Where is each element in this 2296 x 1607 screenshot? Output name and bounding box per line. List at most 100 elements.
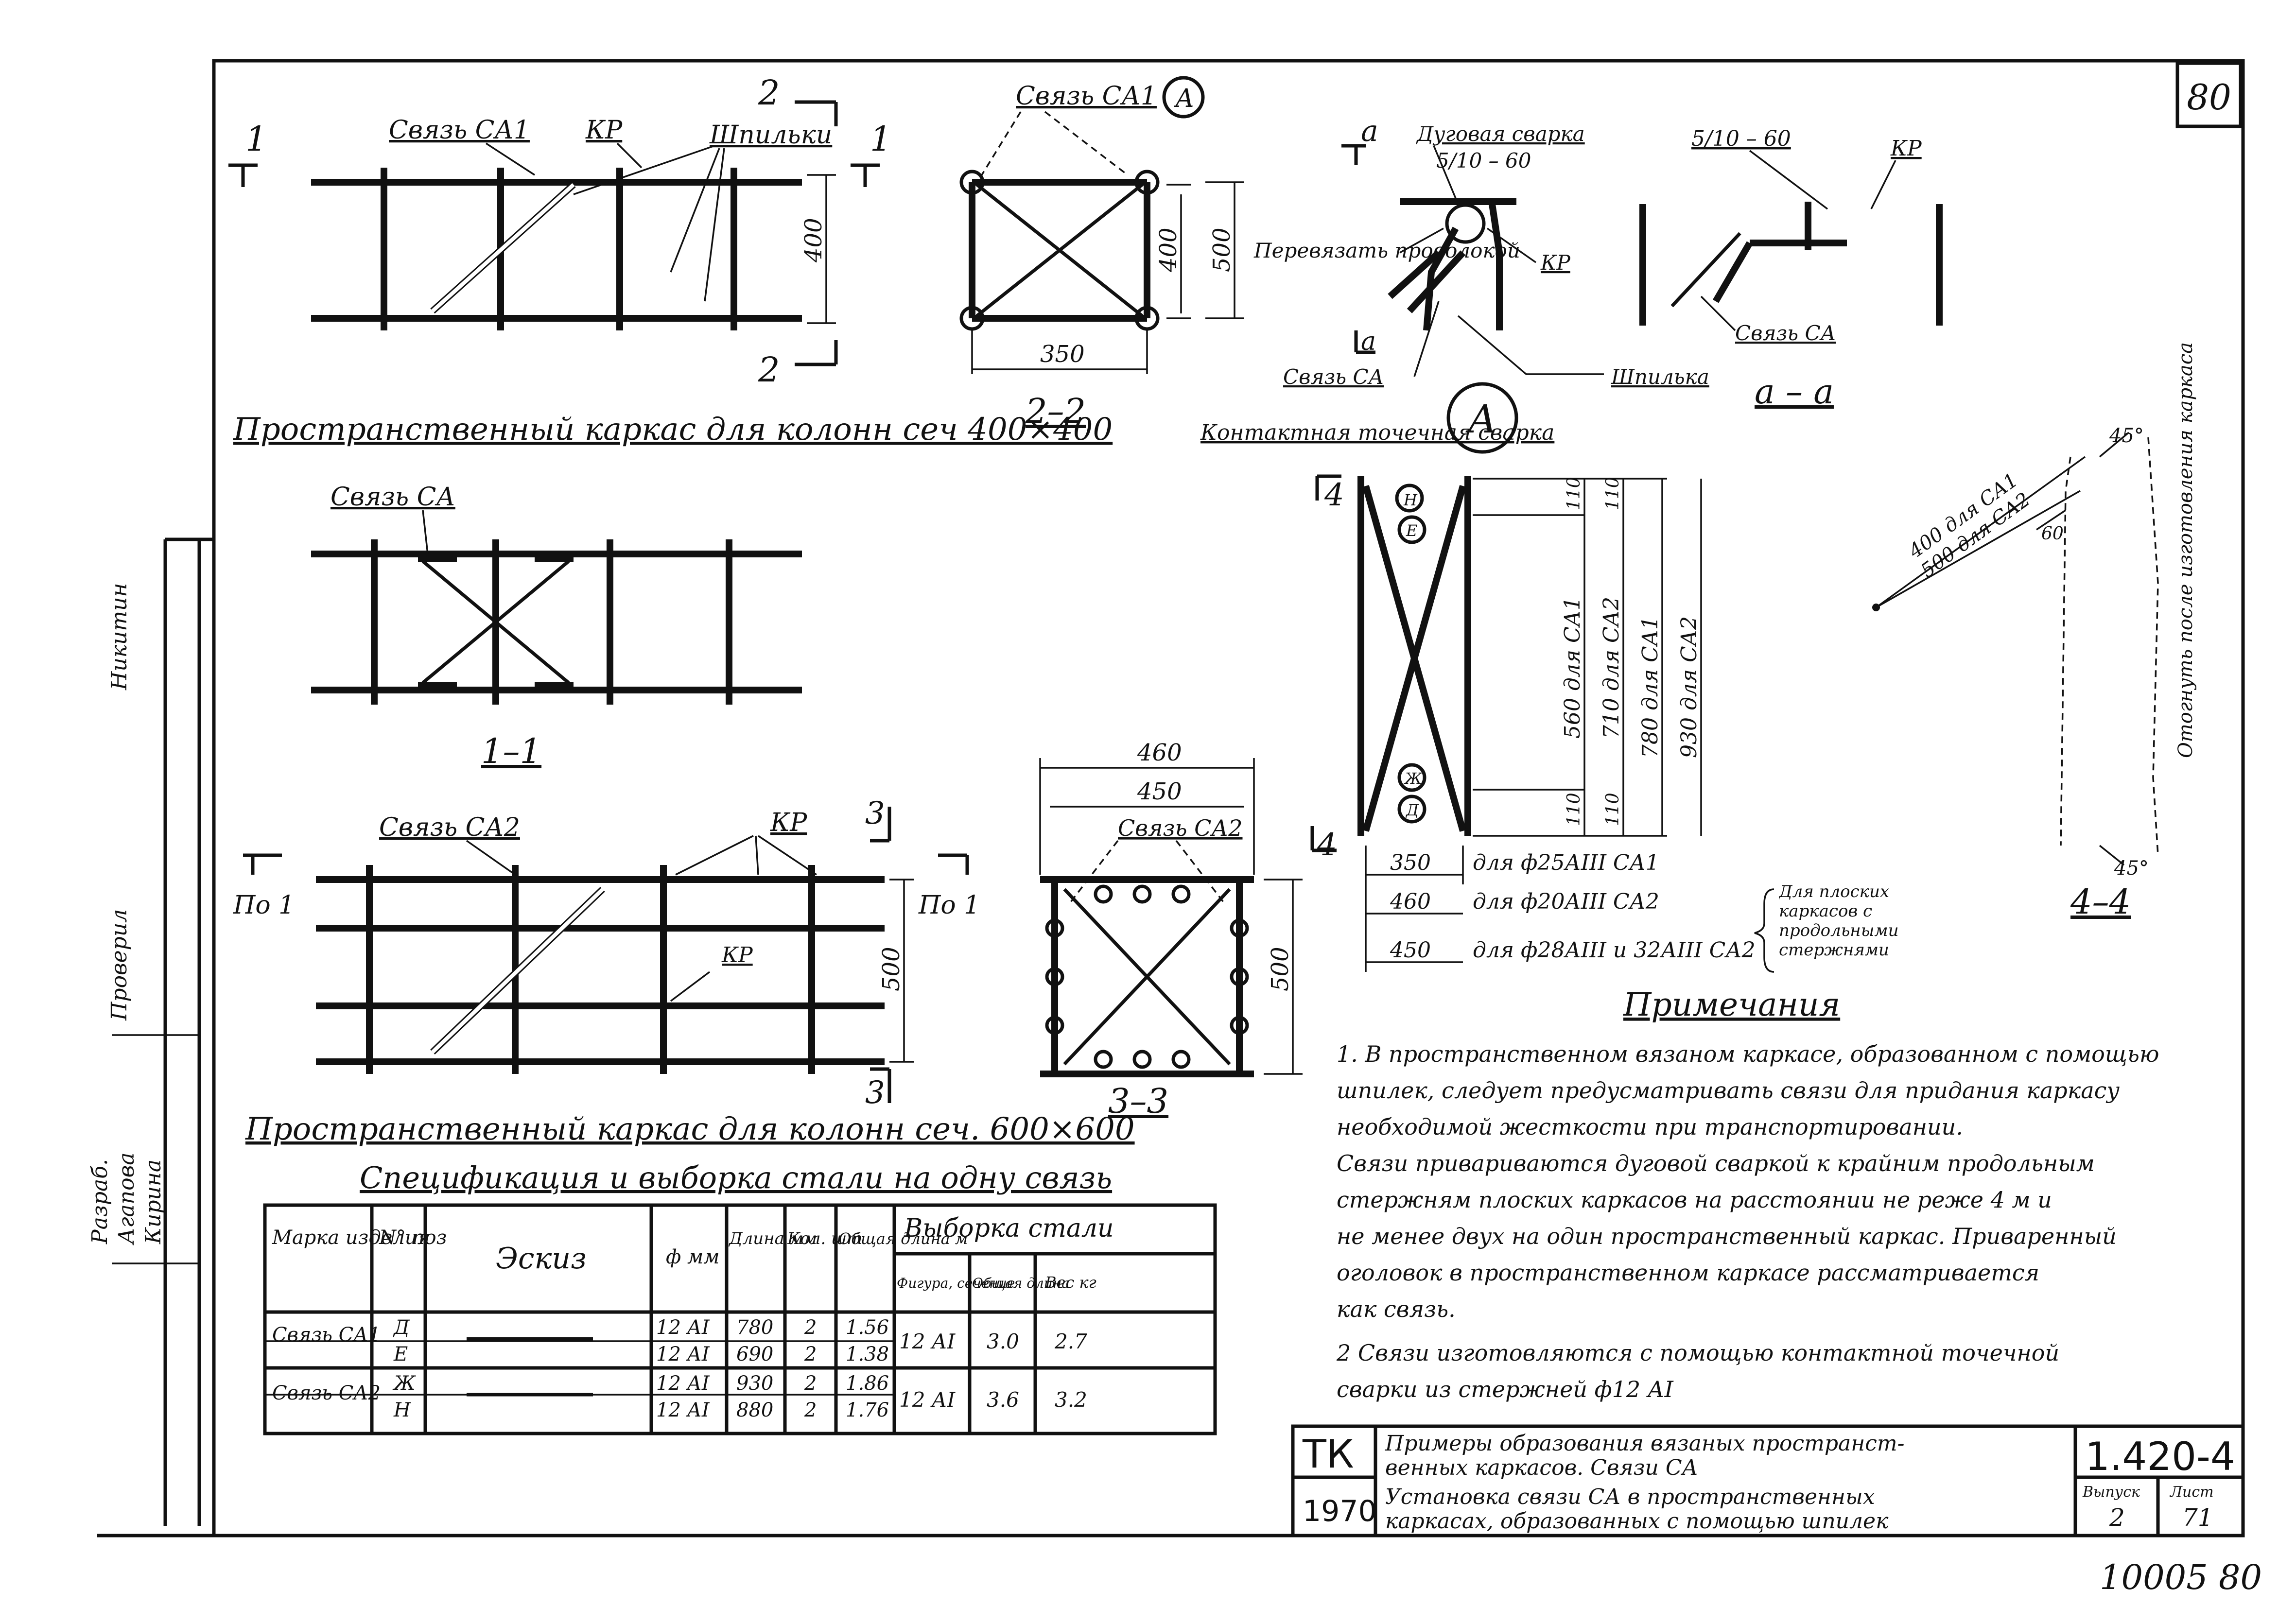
view1-caption: Пространственный каркас для колонн сеч 4… [233, 412, 1113, 448]
title-line2: венных каркасов. Связи СА [1385, 1455, 1698, 1480]
view33-dim-460: 460 [1137, 739, 1182, 766]
detail-a: а Дуговая сварка 5/10 – 60 Перевязать пр… [1253, 114, 1585, 389]
detail-aa-caption: а – а [1755, 372, 1834, 412]
detail-A-for1: для ф25АIII СА1 [1473, 850, 1659, 875]
detail-aa-bond: Связь СА [1735, 321, 1836, 345]
spec-r1-len2: 690 [736, 1343, 773, 1365]
spec-h-mark: Марка изделия [272, 1227, 430, 1249]
spec-r2-dia1: 12 АI [656, 1372, 710, 1395]
detail-A-for2: для ф20АIII СА2 [1473, 889, 1659, 914]
detail-A-callout: А [1465, 397, 1497, 442]
view1-label-pins: Шпильки [709, 121, 832, 150]
view11: Связь СА 1–1 [311, 483, 802, 771]
detail-A-dim-110-top2: 110 [1603, 477, 1623, 510]
view1-mark-top: 2 [758, 73, 780, 113]
spec-r1-mark: Связь СА1 [272, 1324, 381, 1346]
view11-label: Связь СА [330, 483, 455, 512]
detail-a-kr: КР [1540, 251, 1571, 275]
view33: 460 450 Связь СА2 500 3–3 [1039, 739, 1303, 1121]
spec-r2-len2: 880 [736, 1399, 773, 1421]
title-block: ТК 1970 Примеры образования вязаных прос… [1291, 1424, 2245, 1538]
view22-dim-400: 400 [1155, 227, 1182, 273]
view44-bend-note: Отогнуть после изготовления каркаса [2174, 342, 2197, 758]
view1-dim-400: 400 [800, 218, 827, 263]
note-line-1: 1. В пространственном вязаном каркасе, о… [1337, 1041, 2159, 1067]
view1-label-kr: КР [585, 116, 623, 145]
view-large-po1-right: По 1 [918, 891, 980, 920]
spec-r1-sel-len: 3.0 [987, 1330, 1019, 1353]
spec-h-length: Длина мм [728, 1229, 817, 1248]
detail-a-bond: Связь СА [1283, 365, 1384, 389]
detail-a-arc-weld: Дуговая сварка [1416, 122, 1585, 146]
detail-aa: 5/10 – 60 КР Связь СА Шпилька а – а [1457, 126, 1968, 412]
note-line-9: 2 Связи изготовляются с помощью контактн… [1336, 1340, 2059, 1366]
detail-A-w450: 450 [1390, 938, 1431, 963]
spec-title: Спецификация и выборка стали на одну свя… [360, 1160, 1112, 1195]
margin-stamp: Проверил Никитин Разраб. Агапова Кирина [87, 537, 214, 1526]
detail-A-pos-n: Н [1403, 491, 1418, 509]
spec-r1-pos2: Е [393, 1343, 408, 1365]
sheet-number: 80 [2187, 77, 2231, 118]
note-line-5: стержням плоских каркасов на расстоянии … [1337, 1187, 2052, 1213]
detail-A-dim-710: 710 для СА2 [1599, 597, 1624, 739]
spec-r2-qty1: 2 [804, 1372, 817, 1395]
view33-dim-500: 500 [1267, 947, 1294, 991]
spec-r2-pos1: Ж [392, 1372, 416, 1395]
spec-r1-qty1: 2 [804, 1316, 817, 1339]
spec-h-sketch: Эскиз [496, 1242, 587, 1276]
stamp-name1: Никитин [107, 583, 132, 691]
note-line-8: как связь. [1337, 1296, 1456, 1322]
spec-r2-len1: 930 [736, 1372, 773, 1395]
view22-label: Связь СА1 [1016, 82, 1157, 111]
detail-A-dim-930: 930 для СА2 [1677, 616, 1702, 758]
view44-caption: 4–4 [2070, 882, 2131, 922]
view11-caption: 1–1 [481, 731, 541, 771]
view-large-label-kr: КР [770, 808, 807, 837]
spec-h-profile: Фигура, сечение [897, 1275, 1015, 1291]
stamp-dev: Разраб. [87, 1159, 112, 1244]
view1-mark-right: 1 [870, 119, 892, 159]
view33-caption: 3–3 [1108, 1081, 1168, 1121]
view-large-label-kr2: КР [721, 943, 753, 968]
view33-dim-450: 450 [1137, 778, 1182, 805]
spec-r2-dia2: 12 АI [656, 1399, 710, 1421]
detail-A-for3: для ф28АIII и 32АIII СА2 [1473, 938, 1756, 963]
title-series: 1.420-4 [2085, 1434, 2235, 1479]
view22-callout: А [1173, 84, 1194, 113]
detail-a-tie-wire: Перевязать проволокой [1253, 239, 1520, 262]
title-org: ТК [1302, 1432, 1354, 1477]
title-year: 1970 [1303, 1494, 1377, 1528]
bottom-code: 10005 80 [2100, 1557, 2262, 1597]
spec-h-dia: ф мм [666, 1246, 719, 1268]
sheet-number-box [2175, 61, 2243, 128]
spec-h-sel-len: Общая длина [972, 1275, 1070, 1291]
view44: 400 для СА1 500 для СА2 45° 60 45° Отогн… [1872, 342, 2197, 922]
view-large-po1-left: По 1 [233, 891, 295, 920]
detail-A-brace-note: Для плоских каркасов с продольными стерж… [1779, 882, 1899, 960]
title-line3: Установка связи СА в пространственных [1385, 1485, 1875, 1509]
spec-r2-sel-len: 3.6 [987, 1388, 1019, 1412]
spec-r1-qty2: 2 [804, 1343, 817, 1365]
view44-dim-60: 60 [2041, 524, 2064, 544]
title-sheet-label: Лист [2169, 1484, 2214, 1501]
detail-aa-kr: КР [1890, 136, 1922, 161]
detail-aa-weld-size: 5/10 – 60 [1691, 126, 1791, 151]
view22-caption: 2–2 [1025, 391, 1086, 431]
view22: Связь СА1 А 400 500 350 2–2 [959, 76, 1244, 431]
view-large-mark-3-top: 3 [865, 795, 885, 831]
view-large-mark-3-bottom: 3 [865, 1075, 885, 1111]
view-large-caption: Пространственный каркас для колонн сеч. … [245, 1111, 1135, 1147]
note-line-4: Связи привариваются дуговой сваркой к кр… [1337, 1150, 2095, 1176]
title-sheet: 71 [2182, 1503, 2213, 1532]
note-line-2: шпилек, следует предусматривать связи дл… [1337, 1077, 2120, 1104]
view1-frame: 400 1 1 2 2 Связь СА1 КР Шпильки Простра… [228, 73, 1113, 448]
spec-table: Спецификация и выборка стали на одну свя… [263, 1160, 1217, 1435]
detail-A-mark-bottom: 4 [1317, 827, 1337, 863]
view1-label-bond: Связь СА1 [389, 116, 530, 145]
spec-r2-total2: 1.76 [846, 1399, 889, 1421]
title-issue: 2 [2109, 1503, 2125, 1532]
spec-r2-total1: 1.86 [846, 1372, 889, 1395]
detail-A-w350: 350 [1390, 850, 1431, 875]
detail-A-contact-weld: Контактная точечная сварка [1200, 420, 1554, 445]
